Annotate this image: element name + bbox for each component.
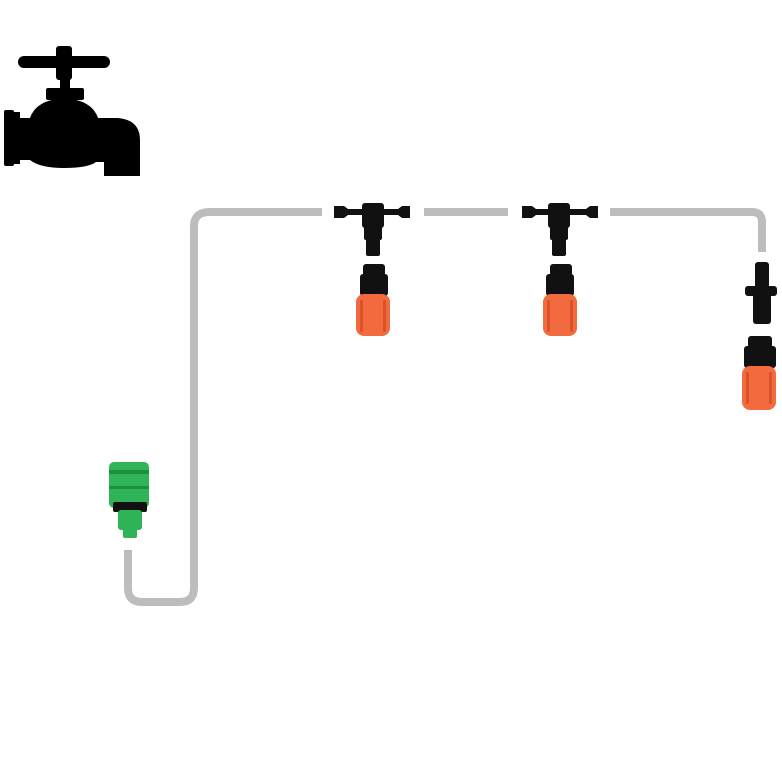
barb-connector-icon bbox=[745, 262, 777, 324]
faucet-icon bbox=[4, 46, 140, 176]
adjustable-nozzle-icon bbox=[543, 264, 577, 336]
tubing bbox=[124, 208, 766, 606]
tube-main-segment bbox=[124, 208, 322, 606]
adjustable-nozzle-icon bbox=[742, 336, 776, 410]
hose-connector-icon bbox=[109, 462, 149, 538]
tee-connector-icon bbox=[334, 203, 410, 256]
tube-end-segment bbox=[610, 208, 766, 252]
adjustable-nozzle-icon bbox=[356, 264, 390, 336]
tee-connector-icon bbox=[522, 203, 598, 256]
